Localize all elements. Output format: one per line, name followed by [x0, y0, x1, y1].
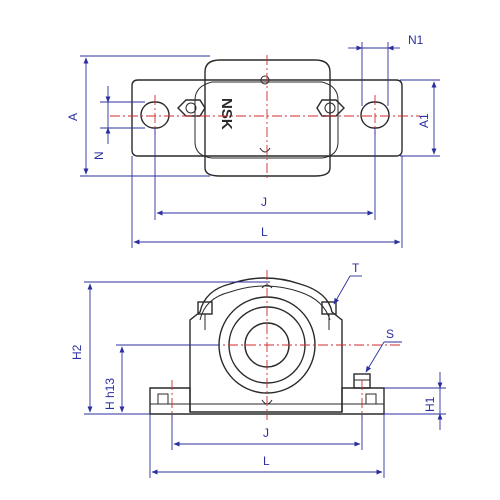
label-j-front: J — [263, 426, 269, 440]
label-a1: A1 — [417, 113, 431, 128]
nsk-logo: NSK — [218, 98, 235, 130]
label-n1: N1 — [408, 33, 424, 47]
label-n: N — [92, 151, 106, 160]
leader-t — [333, 275, 351, 305]
left-hex-nut — [177, 99, 206, 117]
base-plate-outline — [131, 79, 403, 157]
label-j-top: J — [261, 195, 267, 209]
label-h1: H1 — [423, 396, 437, 412]
top-view: NSK A N N1 A1 J — [66, 33, 440, 248]
leader-s — [365, 341, 385, 373]
housing-body-outline — [204, 59, 331, 177]
label-a: A — [66, 113, 80, 121]
label-s: S — [386, 327, 394, 341]
front-view: H2 H h13 H1 T S J L — [70, 261, 446, 478]
label-h: H h13 — [103, 378, 117, 410]
label-l-top: L — [261, 225, 268, 239]
housing-front-outline — [189, 277, 343, 412]
label-l-front: L — [263, 454, 270, 468]
housing-inner-outline — [194, 81, 339, 159]
label-t: T — [352, 261, 360, 275]
label-h2: H2 — [70, 344, 84, 360]
grease-nipple — [260, 75, 270, 85]
